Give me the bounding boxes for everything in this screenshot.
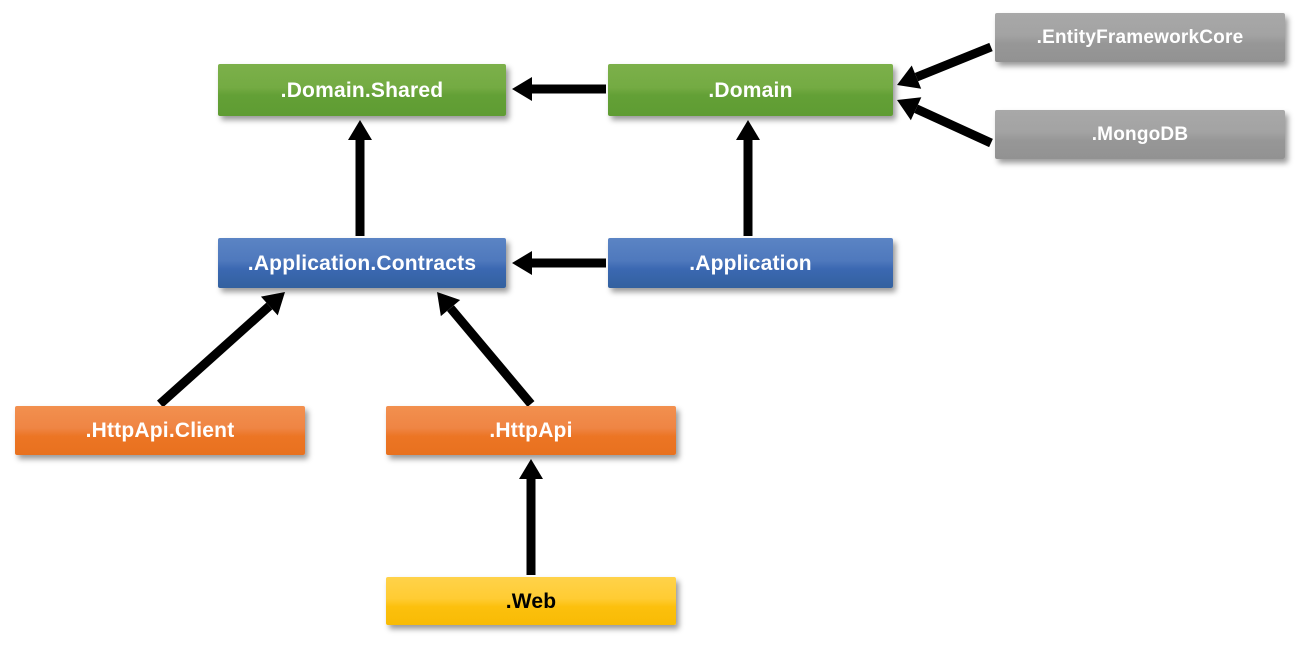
node-label-httpapi-client: .HttpApi.Client xyxy=(85,419,235,442)
arrow-httpapi-client-to-application-contracts xyxy=(156,292,285,408)
arrow-entityframeworkcore-to-domain xyxy=(897,42,993,89)
node-label-entityframeworkcore: .EntityFrameworkCore xyxy=(1036,27,1244,48)
arrow-domain-to-domain-shared xyxy=(512,77,606,101)
node-httpapi-client[interactable]: .HttpApi.Client xyxy=(15,406,305,455)
arrow-web-to-httpapi xyxy=(519,459,543,575)
node-label-mongodb: .MongoDB xyxy=(1091,124,1189,145)
node-mongodb[interactable]: .MongoDB xyxy=(995,110,1285,159)
node-domain-shared[interactable]: .Domain.Shared xyxy=(218,64,506,116)
node-label-application-contracts: .Application.Contracts xyxy=(247,251,477,275)
node-label-application: .Application xyxy=(689,251,812,275)
arrow-mongodb-to-domain xyxy=(897,97,993,148)
arrow-application-to-application-contracts xyxy=(512,251,606,275)
node-label-domain: .Domain xyxy=(708,78,793,102)
node-application[interactable]: .Application xyxy=(608,238,893,288)
node-domain[interactable]: .Domain xyxy=(608,64,893,116)
arrow-application-contracts-to-domain-shared xyxy=(348,120,372,236)
node-label-web: .Web xyxy=(505,589,557,613)
arrow-application-to-domain xyxy=(736,120,760,236)
node-web[interactable]: .Web xyxy=(386,577,676,625)
arrow-httpapi-to-application-contracts xyxy=(437,292,535,407)
node-httpapi[interactable]: .HttpApi xyxy=(386,406,676,455)
node-entityframeworkcore[interactable]: .EntityFrameworkCore xyxy=(995,13,1285,62)
node-label-domain-shared: .Domain.Shared xyxy=(280,78,444,102)
node-label-httpapi: .HttpApi xyxy=(489,419,573,442)
node-application-contracts[interactable]: .Application.Contracts xyxy=(218,238,506,288)
